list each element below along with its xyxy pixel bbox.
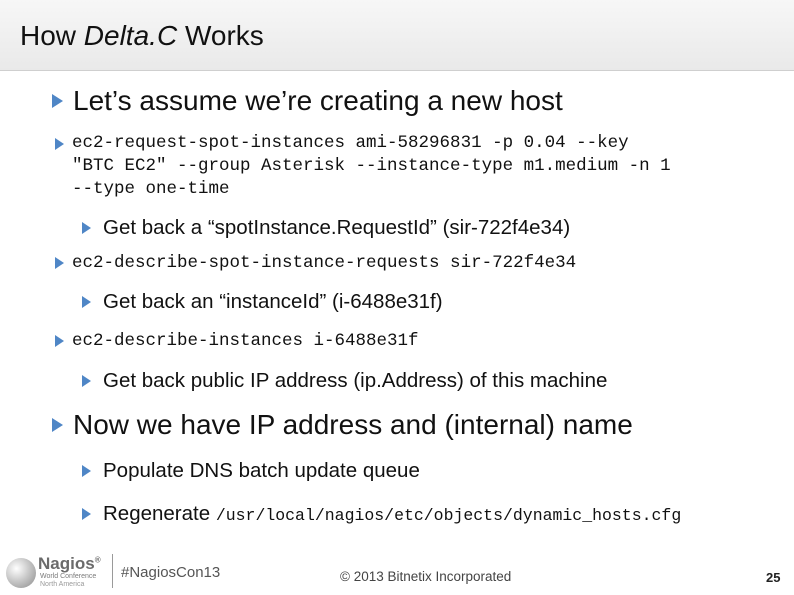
bullet-arrow-icon — [82, 375, 91, 387]
bullet-arrow-icon — [82, 508, 91, 520]
command-describe-spot: ec2-describe-spot-instance-requests sir-… — [72, 253, 577, 273]
copyright-text: © 2013 Bitnetix Incorporated — [340, 569, 512, 584]
title-bar — [0, 0, 794, 71]
command-request-spot: ec2-request-spot-instances ami-58296831 … — [72, 132, 671, 201]
nagios-globe-icon — [6, 558, 36, 588]
command-line: --type one-time — [72, 179, 230, 199]
logo-region: North America — [40, 581, 85, 588]
bullet-arrow-icon — [52, 418, 63, 432]
command-line: "BTC EC2" --group Asterisk --instance-ty… — [72, 156, 671, 176]
sub-dns-queue: Populate DNS batch update queue — [103, 459, 420, 482]
logo-subtitle: World Conference — [40, 573, 97, 580]
sub-regenerate: Regenerate /usr/local/nagios/etc/objects… — [103, 502, 681, 527]
regenerate-label: Regenerate — [103, 502, 216, 525]
conference-hashtag: #NagiosCon13 — [121, 564, 221, 581]
page-title: How Delta.C Works — [20, 20, 264, 51]
config-path: /usr/local/nagios/etc/objects/dynamic_ho… — [215, 506, 682, 525]
footer: Nagios® World Conference North America #… — [0, 548, 794, 595]
command-describe-instances: ec2-describe-instances i-6488e31f — [72, 331, 419, 351]
bullet-ip-and-name: Now we have IP address and (internal) na… — [73, 409, 633, 440]
bullet-arrow-icon — [55, 257, 64, 269]
sub-spot-request-id: Get back a “spotInstance.RequestId” (sir… — [103, 216, 571, 239]
sub-ip-address: Get back public IP address (ip.Address) … — [103, 369, 608, 392]
command-line: ec2-request-spot-instances ami-58296831 … — [72, 133, 629, 153]
bullet-arrow-icon — [55, 138, 64, 150]
bullet-arrow-icon — [82, 465, 91, 477]
footer-divider — [112, 554, 113, 588]
bullet-arrow-icon — [52, 94, 63, 108]
bullet-arrow-icon — [55, 335, 64, 347]
bullet-new-host: Let’s assume we’re creating a new host — [73, 85, 563, 116]
nagios-logo: Nagios® — [38, 554, 101, 573]
sub-instance-id: Get back an “instanceId” (i-6488e31f) — [103, 290, 443, 313]
bullet-arrow-icon — [82, 222, 91, 234]
bullet-arrow-icon — [82, 296, 91, 308]
page-number: 25 — [766, 570, 781, 585]
